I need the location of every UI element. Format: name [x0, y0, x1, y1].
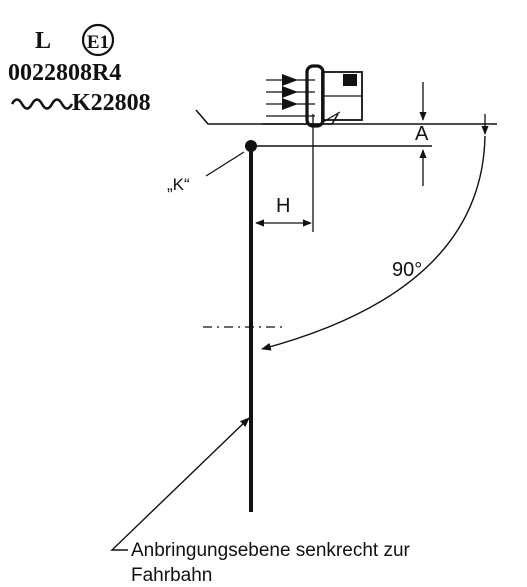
category-letter: L	[35, 28, 51, 54]
caption-leader	[110, 417, 250, 551]
mark-leader-line	[195, 109, 339, 125]
point-k-marker	[245, 140, 257, 152]
angle-arc: 90°	[261, 114, 489, 351]
point-k-label: „K“	[167, 175, 190, 194]
e-mark-circle	[81, 23, 115, 57]
caption-line-2: Fahrbahn	[131, 565, 212, 586]
dimension-h: H	[255, 114, 314, 232]
dim-a-label: A	[415, 123, 429, 145]
type-number: K22808	[72, 90, 151, 116]
country-code: E1	[87, 32, 109, 53]
dimension-a: A	[415, 82, 429, 186]
caption-line-1: Anbringungsebene senkrecht zur	[131, 540, 411, 561]
lamp-device	[266, 64, 363, 128]
approval-number: 0022808R4	[8, 60, 121, 86]
wave-symbol	[10, 98, 74, 110]
angle-label: 90°	[392, 259, 422, 281]
approval-mark: L E1 0022808R4 K22808	[8, 23, 151, 116]
point-k-leader	[205, 151, 245, 177]
dim-h-label: H	[276, 195, 290, 217]
